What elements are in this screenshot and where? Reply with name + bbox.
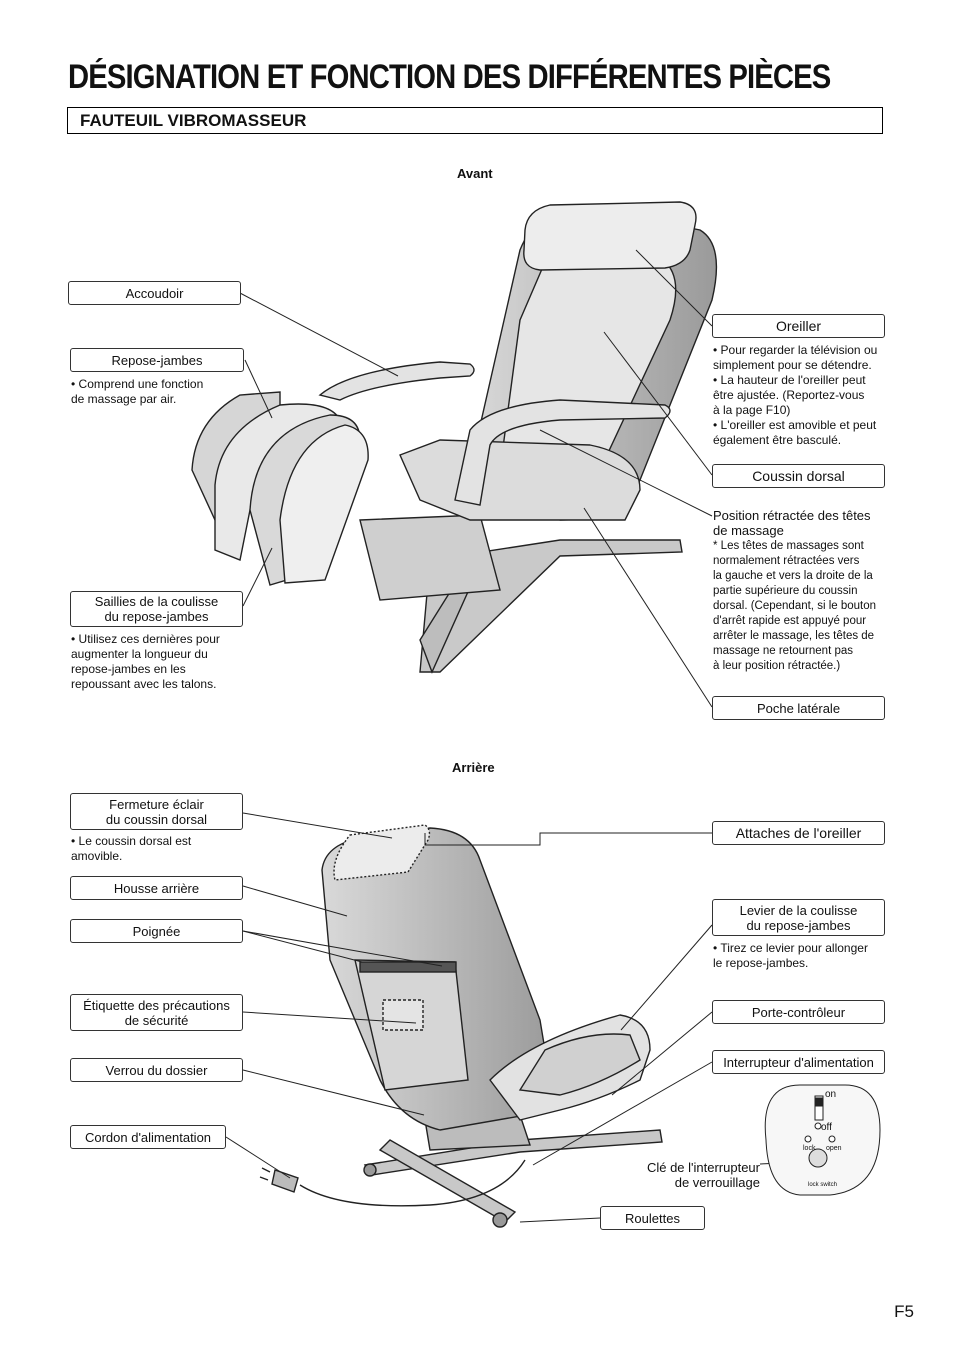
label-cle: Clé de l'interrupteur de verrouillage bbox=[646, 1160, 760, 1190]
note-fermeture: • Le coussin dorsal est amovible. bbox=[71, 834, 192, 863]
rear-heading: Arrière bbox=[452, 760, 495, 775]
label-poche-laterale: Poche latérale bbox=[712, 696, 885, 720]
label-etiquette: Étiquette des précautions de sécurité bbox=[70, 994, 243, 1031]
label-fermeture: Fermeture éclair du coussin dorsal bbox=[70, 793, 243, 830]
label-oreiller: Oreiller bbox=[712, 314, 885, 338]
switch-lockswitch-label: lock switch bbox=[808, 1182, 838, 1188]
rear-leader-lines bbox=[225, 812, 808, 1223]
front-chair bbox=[191, 201, 718, 674]
note-levier: • Tirez ce levier pour allonger le repos… bbox=[713, 941, 868, 970]
switch-on-label: on bbox=[825, 1089, 837, 1100]
label-saillies: Saillies de la coulisse du repose-jambes bbox=[70, 591, 243, 627]
note-repose-jambes: • Comprend une fonction de massage par a… bbox=[71, 377, 204, 406]
note-oreiller: • Pour regarder la télévision ou simplem… bbox=[713, 343, 878, 447]
front-heading: Avant bbox=[457, 166, 493, 181]
label-levier: Levier de la coulisse du repose-jambes bbox=[712, 899, 885, 936]
switch-open-label: open bbox=[826, 1145, 842, 1152]
label-interrupteur: Interrupteur d'alimentation bbox=[712, 1050, 885, 1074]
page-number: F5 bbox=[894, 1302, 914, 1321]
label-repose-jambes: Repose-jambes bbox=[70, 348, 244, 372]
label-attaches: Attaches de l'oreiller bbox=[712, 821, 885, 845]
label-position-retractee: Position rétractée des têtes de massage bbox=[713, 508, 871, 538]
front-leader-lines bbox=[239, 249, 713, 708]
switch-off-label: off bbox=[821, 1122, 832, 1133]
label-poignee: Poignée bbox=[70, 919, 243, 943]
switch-lock-label: lock bbox=[803, 1145, 816, 1152]
page-title: DÉSIGNATION ET FONCTION DES DIFFÉRENTES … bbox=[68, 58, 831, 96]
section-header: FAUTEUIL VIBROMASSEUR bbox=[67, 107, 883, 134]
label-cordon: Cordon d'alimentation bbox=[70, 1125, 226, 1149]
label-porte-controleur: Porte-contrôleur bbox=[712, 1000, 885, 1024]
section-title: FAUTEUIL VIBROMASSEUR bbox=[80, 111, 307, 130]
label-housse: Housse arrière bbox=[70, 876, 243, 900]
label-accoudoir: Accoudoir bbox=[68, 281, 241, 305]
rear-chair bbox=[259, 824, 663, 1228]
label-roulettes: Roulettes bbox=[600, 1206, 705, 1230]
note-saillies: • Utilisez ces dernières pour augmenter … bbox=[71, 632, 220, 691]
power-switch-detail bbox=[764, 1084, 881, 1196]
label-coussin-dorsal: Coussin dorsal bbox=[712, 464, 885, 488]
label-verrou: Verrou du dossier bbox=[70, 1058, 243, 1082]
note-position-retractee: * Les têtes de massages sont normalement… bbox=[713, 540, 877, 672]
